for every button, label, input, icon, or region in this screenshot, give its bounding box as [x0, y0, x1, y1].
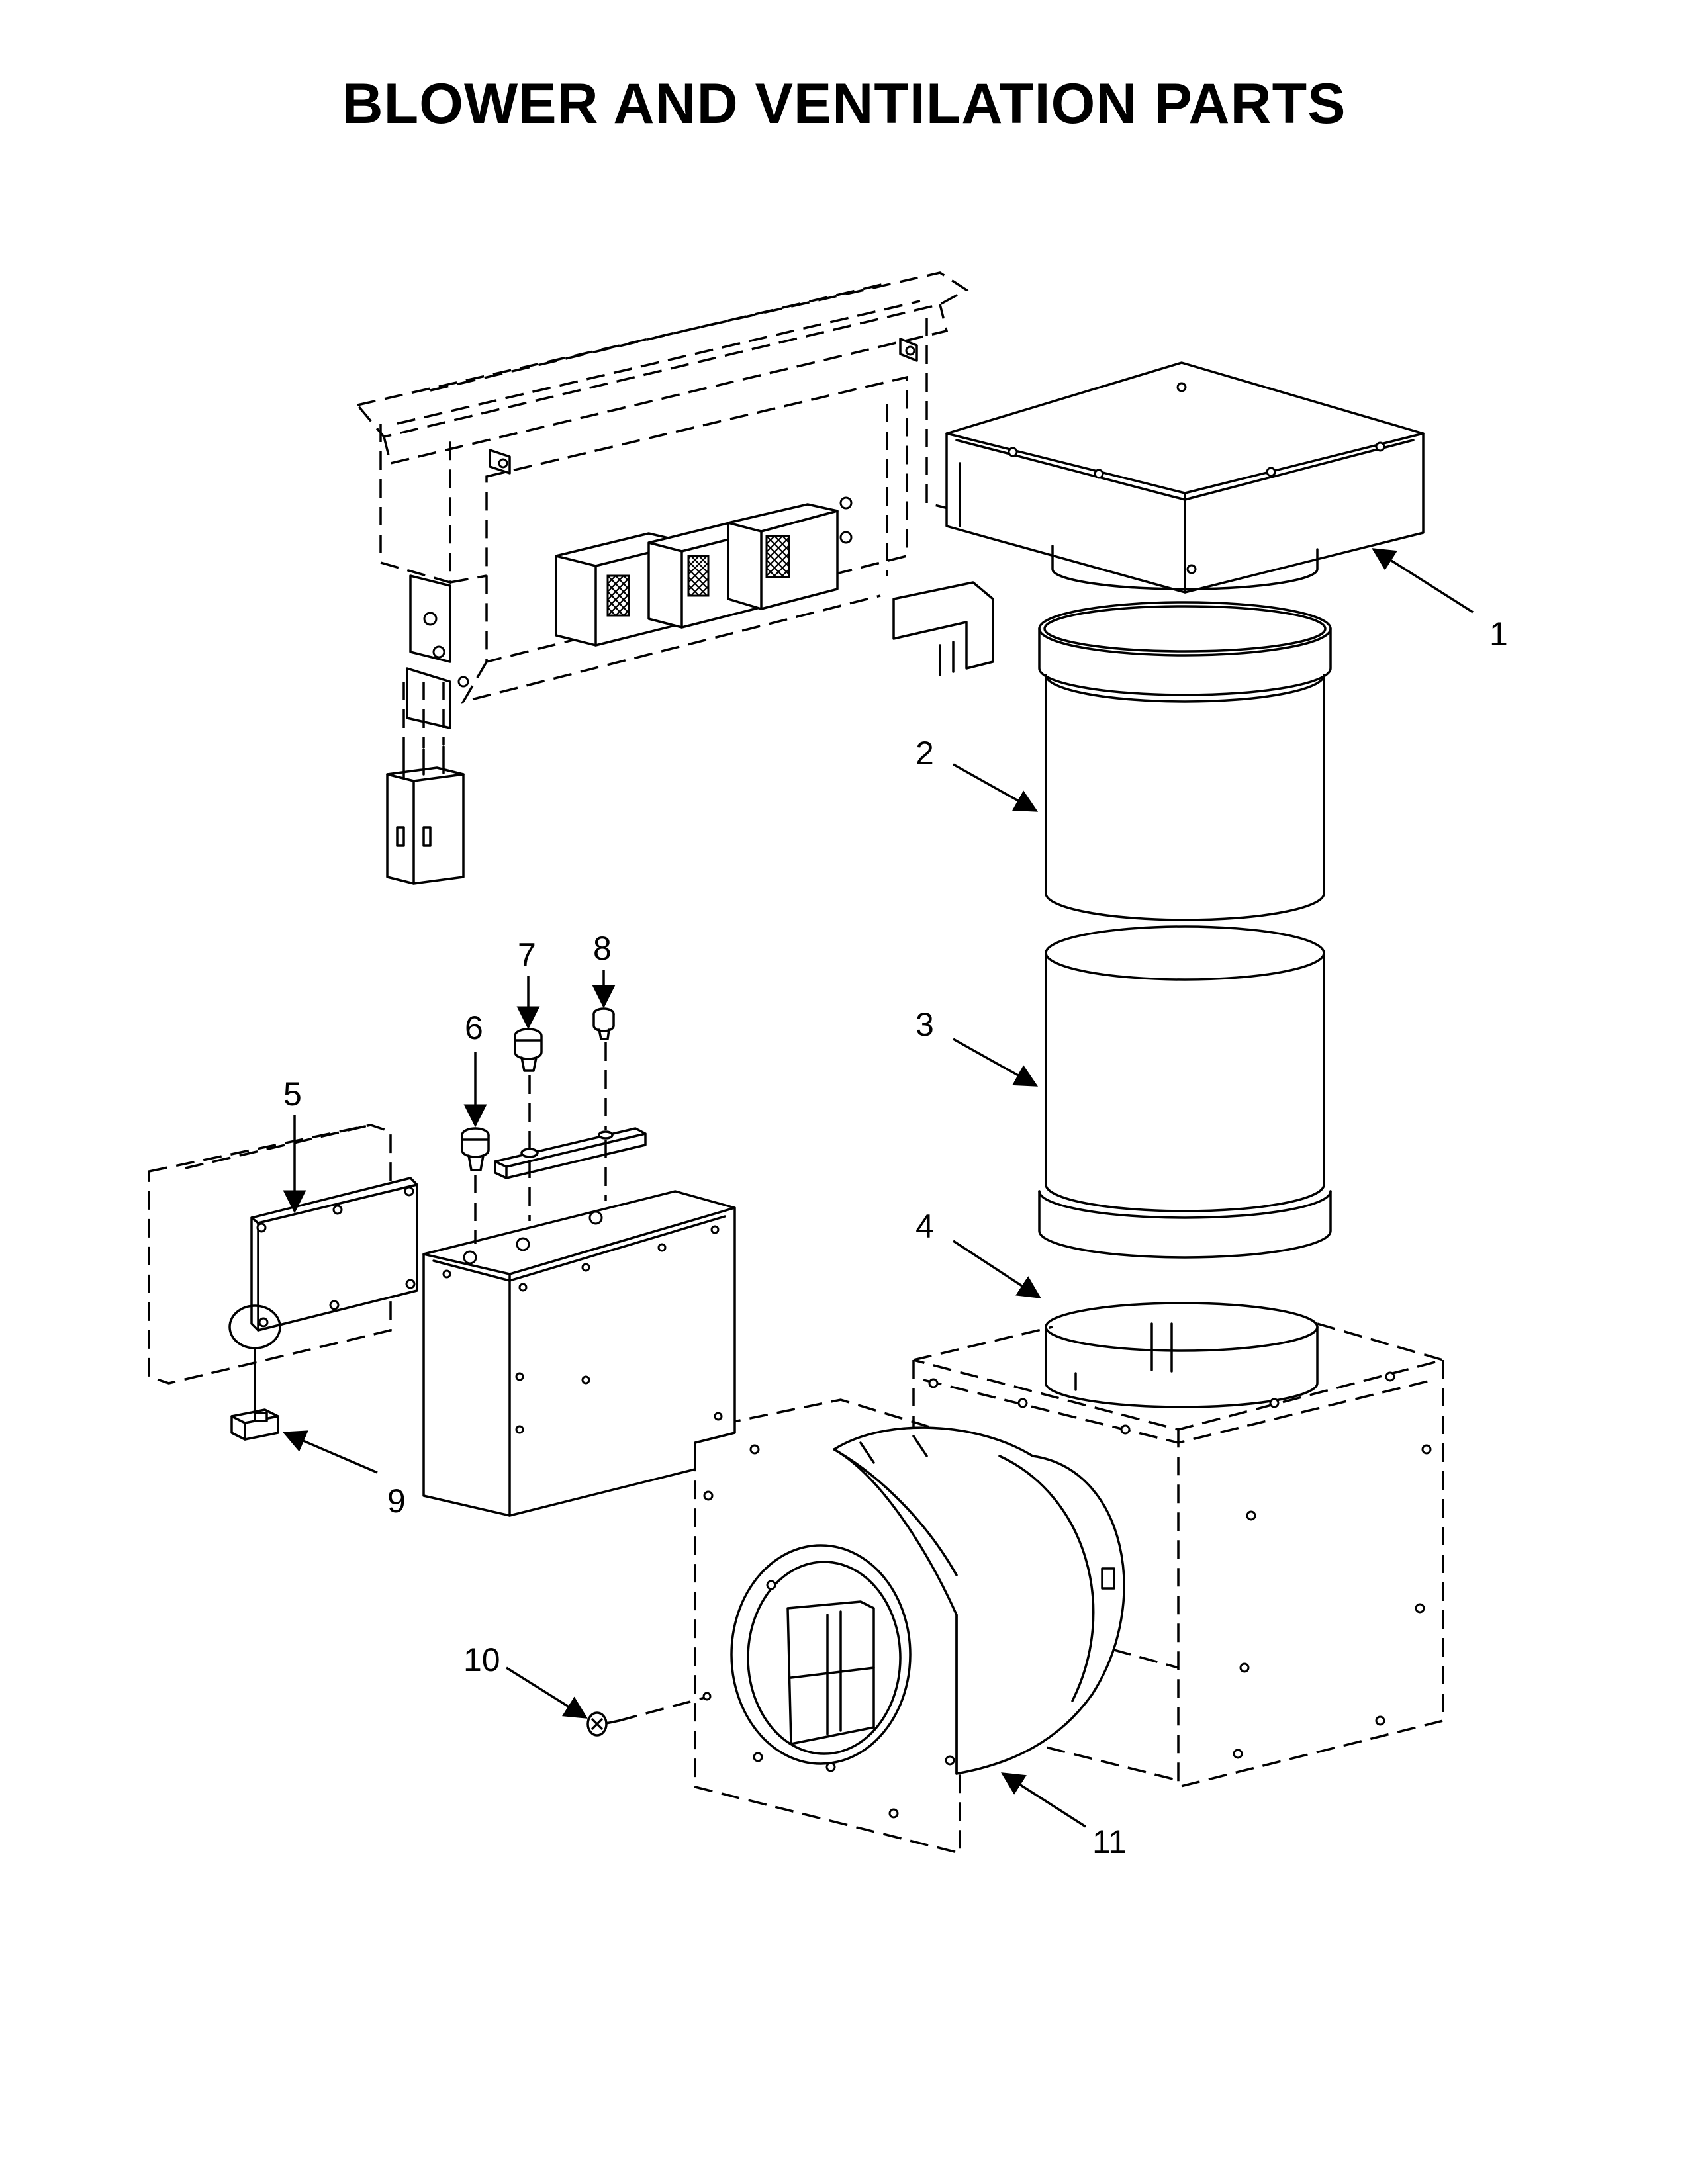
leader-arrows	[282, 548, 1474, 1828]
callout-6: 6	[465, 1009, 483, 1046]
upper-housing-reference	[355, 271, 994, 885]
callout-9: 9	[387, 1482, 406, 1520]
callout-1: 1	[1489, 615, 1508, 653]
part-11-blower-assembly	[694, 1398, 1125, 1855]
control-box	[422, 1190, 736, 1517]
callout-5: 5	[283, 1075, 302, 1113]
knob-mounting-bracket	[474, 1042, 647, 1244]
callout-2: 2	[915, 735, 934, 772]
part-4-collar-ring	[1045, 1302, 1319, 1408]
page-title: BLOWER AND VENTILATION PARTS	[342, 72, 1346, 136]
callout-labels: 1 2 3 4 5 6 7 8 9 10 11	[283, 615, 1508, 1860]
leader-1	[1372, 548, 1474, 614]
callout-11: 11	[1092, 1823, 1127, 1860]
callout-10: 10	[463, 1641, 500, 1678]
callout-3: 3	[915, 1006, 934, 1043]
part-10-screw	[586, 1692, 712, 1737]
callout-8: 8	[593, 930, 612, 967]
part-9-connector-clip	[230, 1408, 279, 1441]
part-6-knob	[461, 1127, 490, 1171]
leader-4	[953, 1240, 1041, 1298]
callout-7: 7	[518, 936, 536, 974]
leader-2	[953, 763, 1039, 812]
part-7-knob	[514, 1028, 543, 1072]
filter-block-right	[727, 503, 839, 610]
blower-housing-box	[912, 1322, 1448, 1789]
leader-3	[953, 1038, 1039, 1087]
callout-4: 4	[915, 1208, 934, 1245]
leader-11	[1001, 1772, 1086, 1828]
part-2-upper-duct	[1038, 601, 1332, 921]
part-5-control-board	[148, 1124, 418, 1418]
leader-9	[282, 1430, 378, 1474]
part-1-blower-top-cover	[945, 361, 1425, 594]
wire-connector-bracket	[386, 682, 465, 885]
part-8-knob	[592, 1007, 615, 1040]
part-3-lower-duct	[1038, 925, 1332, 1259]
leader-10	[506, 1666, 588, 1719]
